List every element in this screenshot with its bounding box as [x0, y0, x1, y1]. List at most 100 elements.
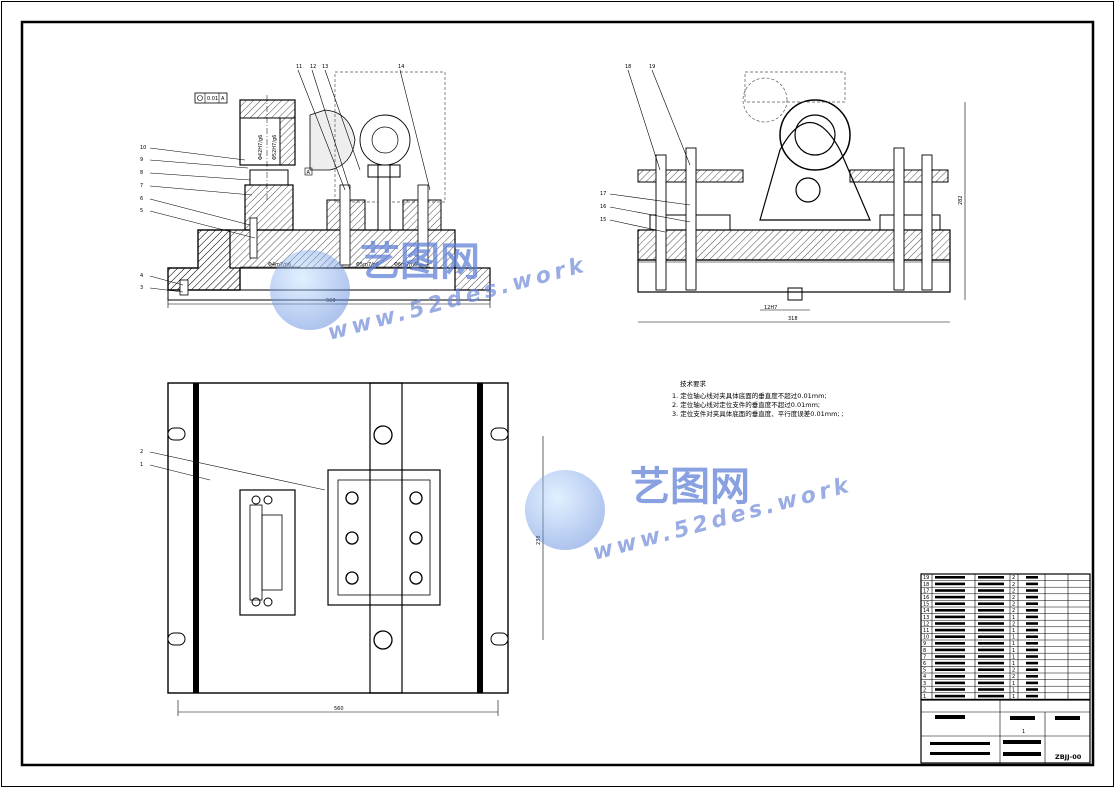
parts-row-code-cell	[978, 688, 1004, 691]
side-height-dim: 282	[958, 195, 964, 205]
front-bush-pin	[249, 169, 289, 186]
side-hole	[795, 177, 821, 203]
callout-16: 16	[600, 204, 606, 210]
parts-row-name-cell	[935, 589, 965, 592]
parts-row-material-cell	[1026, 609, 1038, 612]
datum-letter: A	[307, 170, 311, 176]
parts-row-material-cell	[1026, 582, 1038, 586]
parts-row-number: 5	[923, 668, 926, 674]
watermark-brand-2: 艺图网	[630, 464, 750, 510]
parts-row-qty: 2	[1012, 668, 1015, 674]
parts-row-code-cell	[978, 668, 1004, 671]
side-studs	[655, 147, 933, 291]
top-width-dim: 560	[334, 706, 344, 712]
parts-row-name-cell	[935, 576, 965, 579]
datum-box	[304, 167, 313, 176]
callout-4: 4	[140, 273, 143, 279]
parts-row-code-cell	[978, 655, 1004, 658]
tech-req-title: 技术要求	[680, 379, 707, 388]
parts-row-name-cell	[935, 628, 965, 632]
parts-row-code-cell	[978, 648, 1004, 652]
fit-label-1: Φ42H7/g6	[258, 135, 264, 160]
parts-row-name-cell	[935, 582, 965, 586]
callout-12: 12	[310, 64, 316, 70]
parts-row-qty: 1	[1012, 681, 1015, 687]
parts-row-number: 9	[923, 641, 926, 647]
parts-row-code-cell	[978, 576, 1004, 579]
parts-row-name-cell	[935, 655, 965, 658]
parts-row-qty: 1	[1012, 628, 1015, 634]
perpendicularity-icon	[197, 95, 203, 101]
parts-row-material-cell	[1026, 642, 1038, 645]
parts-row-material-cell	[1026, 655, 1038, 658]
side-base-lower	[637, 259, 951, 293]
parts-row-material-cell	[1026, 589, 1038, 592]
side-block-right	[879, 214, 941, 231]
parts-row-qty: 1	[1012, 654, 1015, 660]
watermark-globe-icon-2	[525, 470, 605, 550]
side-housing	[759, 122, 871, 221]
callout-13: 13	[322, 64, 328, 70]
callout-14: 14	[398, 64, 404, 70]
parts-row-code-cell	[978, 615, 1004, 619]
parts-row-name-cell	[935, 694, 965, 698]
watermark-1: 艺图网 www.52des.work	[270, 239, 590, 346]
parts-row-number: 16	[923, 595, 929, 601]
callout-9: 9	[140, 157, 143, 163]
parts-row-number: 1	[923, 694, 926, 700]
fit-label-4: Φ5m7/n6	[356, 262, 379, 268]
parts-row-number: 6	[923, 661, 926, 667]
parts-row-qty: 2	[1012, 621, 1015, 627]
parts-row-code-cell	[978, 661, 1004, 665]
top-side-locator	[239, 489, 296, 616]
tech-req-3: 3. 定位支件对夹具体底面的垂直度、平行度误差0.01mm; ;	[672, 409, 844, 418]
parts-row-material-cell	[1026, 675, 1038, 678]
front-base-step	[167, 229, 241, 291]
side-bore-outer	[779, 99, 851, 171]
side-callouts	[609, 69, 691, 233]
parts-row-number: 3	[923, 681, 926, 687]
sheet-number: 1	[1022, 729, 1025, 735]
top-base-plate	[167, 382, 509, 694]
parts-row-name-cell	[935, 688, 965, 691]
front-stud-left	[339, 184, 351, 266]
tolerance-value: 0.01	[207, 96, 218, 102]
parts-row-code-cell	[978, 609, 1004, 612]
front-view: 0.01 A Φ42H7/g6 Φ52H7/g6 10 9	[140, 64, 491, 308]
parts-row-code-cell	[978, 675, 1004, 678]
drawing-code: ZBJJ-00	[1055, 753, 1082, 761]
front-bush-hatch-mid	[279, 117, 296, 166]
parts-row-qty: 2	[1012, 582, 1015, 588]
parts-row-number: 7	[923, 654, 926, 660]
parts-row-qty: 1	[1012, 661, 1015, 667]
parts-row-qty: 2	[1012, 674, 1015, 680]
parts-row-code-cell	[978, 595, 1004, 599]
watermark-2: 艺图网 www.52des.work	[525, 464, 855, 566]
parts-row-code-cell	[978, 681, 1004, 685]
parts-row-code-cell	[978, 622, 1004, 625]
parts-row-material-cell	[1026, 681, 1038, 685]
parts-row-name-cell	[935, 609, 965, 612]
parts-row-code-cell	[978, 628, 1004, 632]
front-top-callouts	[297, 69, 431, 191]
callout-7: 7	[140, 183, 143, 189]
parts-row-code-cell	[978, 582, 1004, 586]
parts-row-number: 11	[923, 628, 929, 634]
parts-row-code-cell	[978, 602, 1004, 605]
parts-row-material-cell	[1026, 602, 1038, 605]
top-nuts	[345, 425, 423, 650]
top-center-bar	[369, 382, 403, 694]
parts-row-number: 18	[923, 582, 929, 588]
parts-row-qty: 2	[1012, 575, 1015, 581]
side-key-fit: 12H7	[764, 305, 777, 311]
parts-row-qty: 2	[1012, 602, 1015, 608]
callout-15: 15	[600, 217, 606, 223]
parts-row-number: 8	[923, 648, 926, 654]
parts-row-name-cell	[935, 668, 965, 671]
top-clamp-frame	[327, 469, 441, 606]
front-stud-right	[417, 184, 429, 266]
parts-row-code-cell	[978, 589, 1004, 592]
tech-requirements: 技术要求 1. 定位轴心线对夹具体底面的垂直度不超过0.01mm; 2. 定位轴…	[672, 379, 844, 418]
top-view: 2 1 560 238	[140, 382, 544, 716]
